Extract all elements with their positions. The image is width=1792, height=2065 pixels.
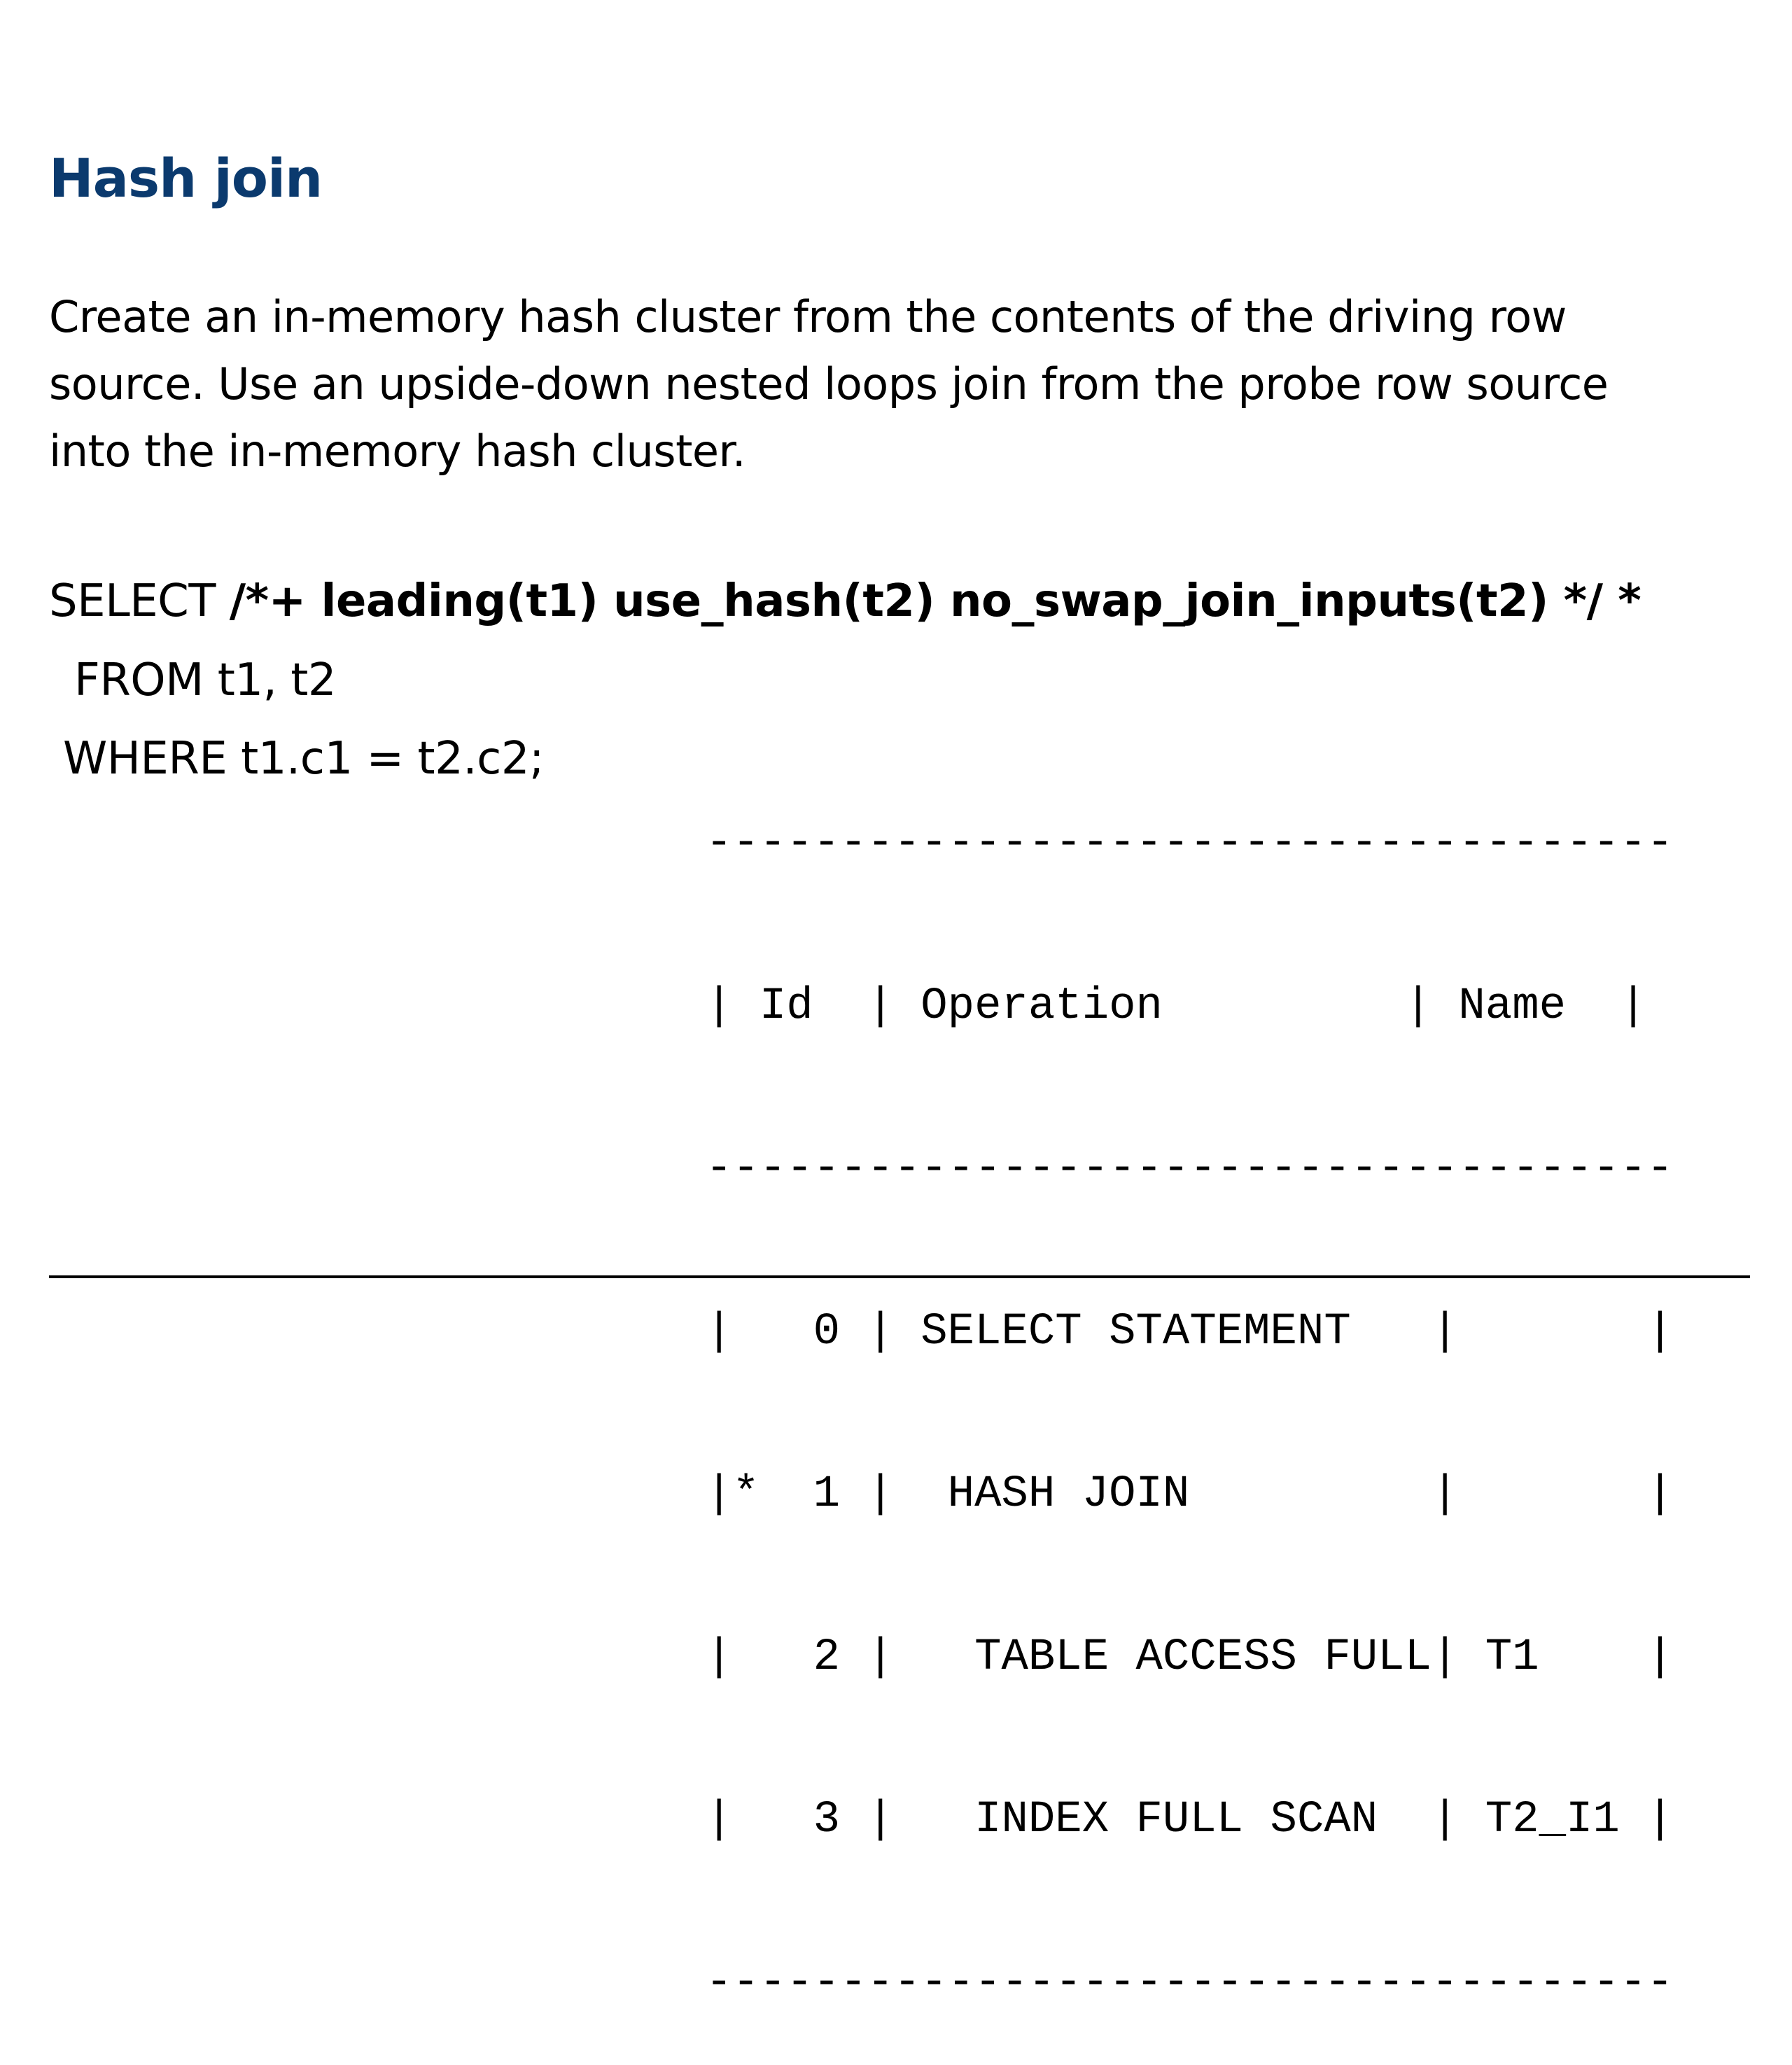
sql-from-clause: FROM t1, t2	[74, 654, 337, 706]
sql-select-line: SELECT /*+ leading(t1) use_hash(t2) no_s…	[49, 575, 1642, 627]
sql-optimizer-hint: /*+ leading(t1) use_hash(t2) no_swap_joi…	[229, 575, 1642, 627]
description-line: source. Use an upside-down nested loops …	[49, 358, 1609, 410]
plan-header-row: | Id | Operation | Name |	[706, 981, 1647, 1032]
description-paragraph: Create an in-memory hash cluster from th…	[49, 284, 1771, 485]
sql-select-keyword: SELECT	[49, 575, 216, 627]
plan-row: | 0 | SELECT STATEMENT | |	[706, 1306, 1674, 1357]
description-line: into the in-memory hash cluster.	[49, 426, 746, 477]
plan-row: |* 1 | HASH JOIN | |	[706, 1469, 1674, 1520]
plan-separator: ------------------------------------	[706, 1144, 1674, 1194]
plan-row: | 2 | TABLE ACCESS FULL| T1 |	[706, 1632, 1674, 1683]
description-line: Create an in-memory hash cluster from th…	[49, 291, 1567, 342]
plan-row: | 3 | INDEX FULL SCAN | T2_I1 |	[706, 1795, 1674, 1845]
sql-where-clause: WHERE t1.c1 = t2.c2;	[63, 733, 545, 785]
plan-separator: ------------------------------------	[706, 818, 1674, 869]
slide-title: Hash join	[49, 147, 323, 209]
plan-separator: ------------------------------------	[706, 1957, 1674, 2008]
footer-divider	[49, 1275, 1750, 1278]
execution-plan-table: ------------------------------------ | I…	[706, 708, 1674, 2065]
